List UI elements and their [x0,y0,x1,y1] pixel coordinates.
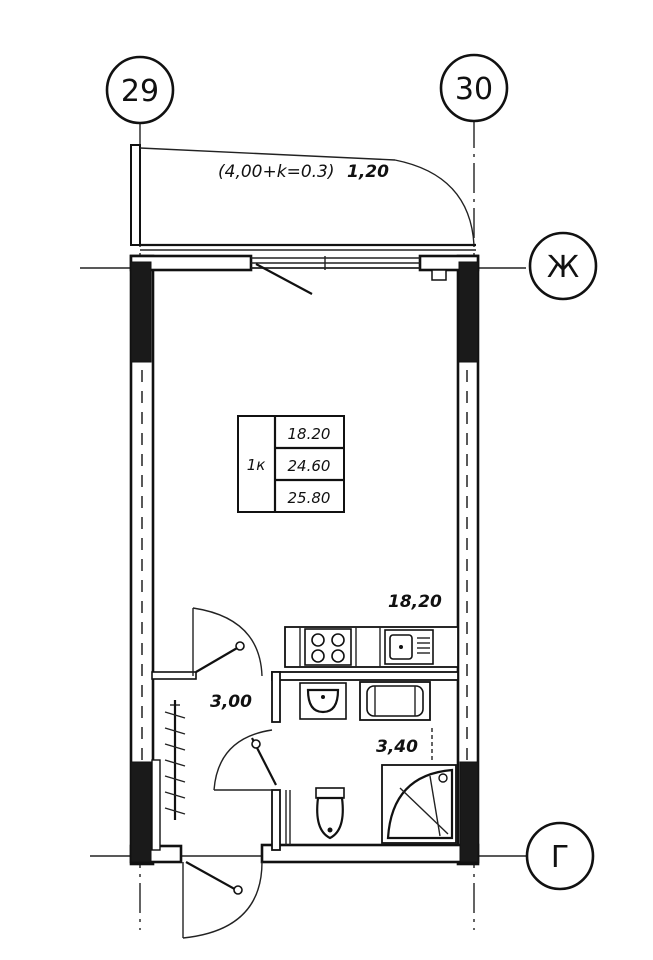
axis-marker-zh: Ж [528,231,598,301]
main-room-area: 18,20 [388,592,442,612]
bathroom-partitions [151,671,459,851]
entrance-door [182,861,263,939]
axis-label-30: 30 [455,72,493,107]
washbasin-icon [299,682,347,720]
balcony-area: 1,20 [347,162,389,182]
total-area-value: 24.60 [288,457,331,475]
shower-tray-icon [381,764,457,844]
axis-label-g: Г [551,840,569,875]
exterior-walls [129,254,480,866]
bathroom-area: 3,40 [376,737,418,757]
axis-label-29: 29 [121,74,159,109]
hall-area: 3,00 [210,692,252,712]
kitchen-sink-icon [384,629,434,665]
kitchen-door [192,607,263,677]
toilet-icon [315,787,345,840]
stove-icon [304,628,352,666]
wall-columns [130,261,479,863]
axis-marker-29: 29 [105,55,175,125]
axis-label-zh: Ж [547,250,579,285]
room-data-table: 1к 18.20 24.60 25.80 [237,415,345,513]
balcony-formula: (4,00+k=0.3) [218,162,335,182]
total-with-balcony-value: 25.80 [288,489,331,507]
coat-rack-icon [164,700,186,820]
living-area-value: 18.20 [288,425,331,443]
axis-marker-g: Г [525,821,595,891]
bathroom-door [213,729,277,791]
room-count-label: 1к [247,456,266,474]
washing-machine-icon [359,681,431,721]
axis-marker-30: 30 [439,53,509,123]
balcony: (4,00+k=0.3) 1,20 [130,144,476,251]
